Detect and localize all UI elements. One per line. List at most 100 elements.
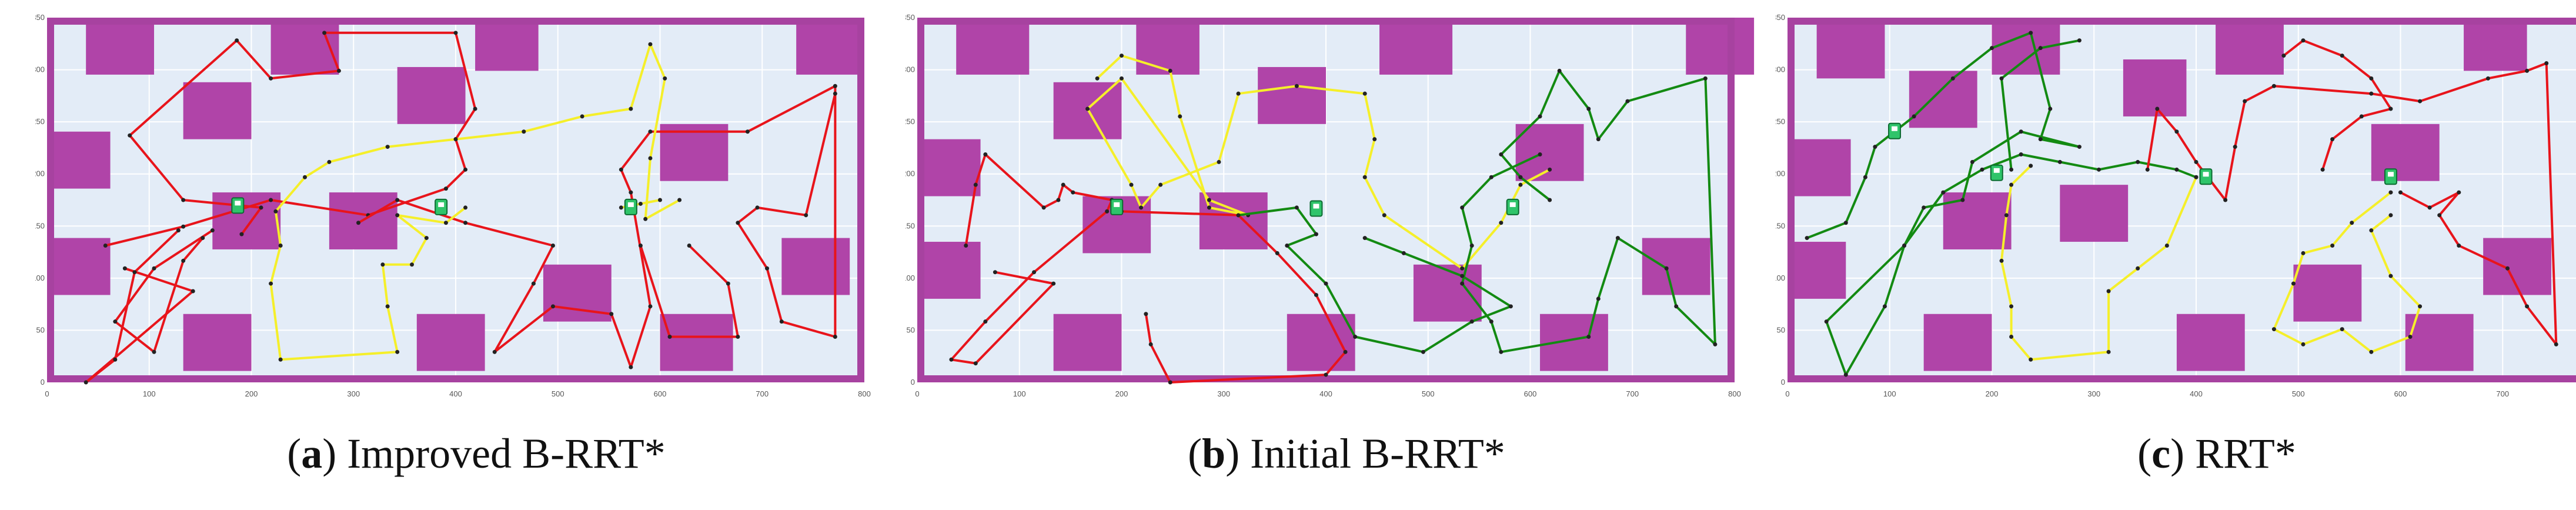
tree-node <box>667 335 672 339</box>
tree-node <box>779 319 784 324</box>
tree-node <box>239 232 244 236</box>
tree-node <box>463 205 468 210</box>
y-tick-label: 100 <box>1776 274 1785 282</box>
tree-node <box>2340 54 2344 58</box>
tree-node <box>1538 152 1542 156</box>
tree-node <box>2301 38 2306 43</box>
tree-node <box>1421 349 1425 354</box>
tree-node <box>2038 137 2043 142</box>
tree-node <box>1085 106 1090 111</box>
caption-c: (c) RRT* <box>2137 430 2296 477</box>
tree-node <box>385 304 390 309</box>
tree-node <box>1615 236 1620 241</box>
tree-node <box>648 129 653 134</box>
tree-node <box>2097 167 2101 172</box>
tree-node <box>2106 349 2111 354</box>
tree-node <box>152 266 156 271</box>
tree-node <box>973 361 978 366</box>
x-tick-label: 300 <box>1217 389 1230 398</box>
tree-node <box>648 42 653 46</box>
tree-node <box>2544 61 2549 65</box>
tree-node <box>2009 335 2014 339</box>
tree-node <box>2525 304 2530 309</box>
tree-node <box>132 270 137 275</box>
tree-node <box>1873 145 1877 149</box>
tree-node <box>395 198 400 202</box>
vehicle-icon <box>1506 198 1519 215</box>
tree-node <box>1382 213 1386 218</box>
tree-node <box>949 357 954 362</box>
tree-node <box>113 357 118 362</box>
tree-node <box>191 289 195 294</box>
vehicle-icon <box>2384 168 2397 185</box>
tree-node <box>2388 213 2393 218</box>
y-tick-label: 300 <box>906 65 915 74</box>
tree-node <box>269 198 273 202</box>
vehicle-icon <box>2199 168 2213 185</box>
tree-node <box>453 137 458 142</box>
tree-node <box>1518 175 1523 179</box>
tree-node <box>410 262 415 267</box>
y-tick-label: 350 <box>1776 13 1785 22</box>
y-tick-label: 300 <box>35 65 45 74</box>
tree-node <box>181 258 186 263</box>
tree-node <box>1372 137 1377 142</box>
tree-node <box>550 244 555 248</box>
tree-node <box>2281 54 2286 58</box>
tree-node <box>1120 54 1124 58</box>
tree-node <box>322 31 327 35</box>
tree-node <box>1460 281 1465 286</box>
caption-a: (a) Improved B-RRT* <box>287 430 666 477</box>
tree-node <box>152 349 156 354</box>
tree-node <box>210 228 215 233</box>
tree-node <box>2019 152 2023 156</box>
vehicle-icon <box>231 197 245 214</box>
tree-node <box>1314 292 1318 297</box>
tree-node <box>1508 304 1513 309</box>
tree-node <box>424 236 429 241</box>
tree-node <box>2004 213 2009 218</box>
tree-node <box>492 349 497 354</box>
tree-node <box>687 244 691 248</box>
tree-node <box>1353 335 1358 339</box>
tree-node <box>356 221 361 225</box>
tree-node <box>1805 236 1809 241</box>
tree-node <box>1824 319 1829 324</box>
tree-node <box>2427 205 2432 210</box>
tree-node <box>1469 244 1474 248</box>
tree-node <box>1207 205 1211 210</box>
tree-node <box>1095 76 1100 81</box>
tree-node <box>629 190 633 195</box>
tree-path <box>2273 191 2421 354</box>
tree-node <box>2301 251 2306 255</box>
tree-node <box>1499 349 1503 354</box>
obstacle <box>1053 314 1122 371</box>
y-tick-label: 50 <box>1777 325 1785 334</box>
tree-node <box>1980 167 1984 172</box>
tree-node <box>269 281 273 286</box>
x-tick-label: 0 <box>915 389 919 398</box>
tree-node <box>1469 319 1474 324</box>
tree-node <box>1548 167 1552 172</box>
tree-node <box>463 167 468 172</box>
obstacle <box>1816 18 1885 79</box>
tree-node <box>1586 335 1591 339</box>
tree-node <box>1294 205 1299 210</box>
tree-node <box>2340 327 2344 332</box>
tree-node <box>128 133 132 138</box>
x-tick-label: 600 <box>654 389 667 398</box>
tree-node <box>2398 190 2403 195</box>
map-border <box>1788 18 2576 382</box>
tree-node <box>1703 76 1708 81</box>
tree-node <box>1460 205 1465 210</box>
tree-node <box>1912 114 1916 119</box>
x-tick-label: 400 <box>449 389 462 398</box>
tree-node <box>531 281 536 286</box>
tree-node <box>1051 281 1056 286</box>
tree-node <box>2437 213 2442 218</box>
tree-node <box>278 357 283 362</box>
tree-node <box>1168 68 1172 73</box>
x-tick-label: 600 <box>1524 389 1537 398</box>
tree-node <box>1625 99 1630 104</box>
tree-node <box>385 145 390 149</box>
